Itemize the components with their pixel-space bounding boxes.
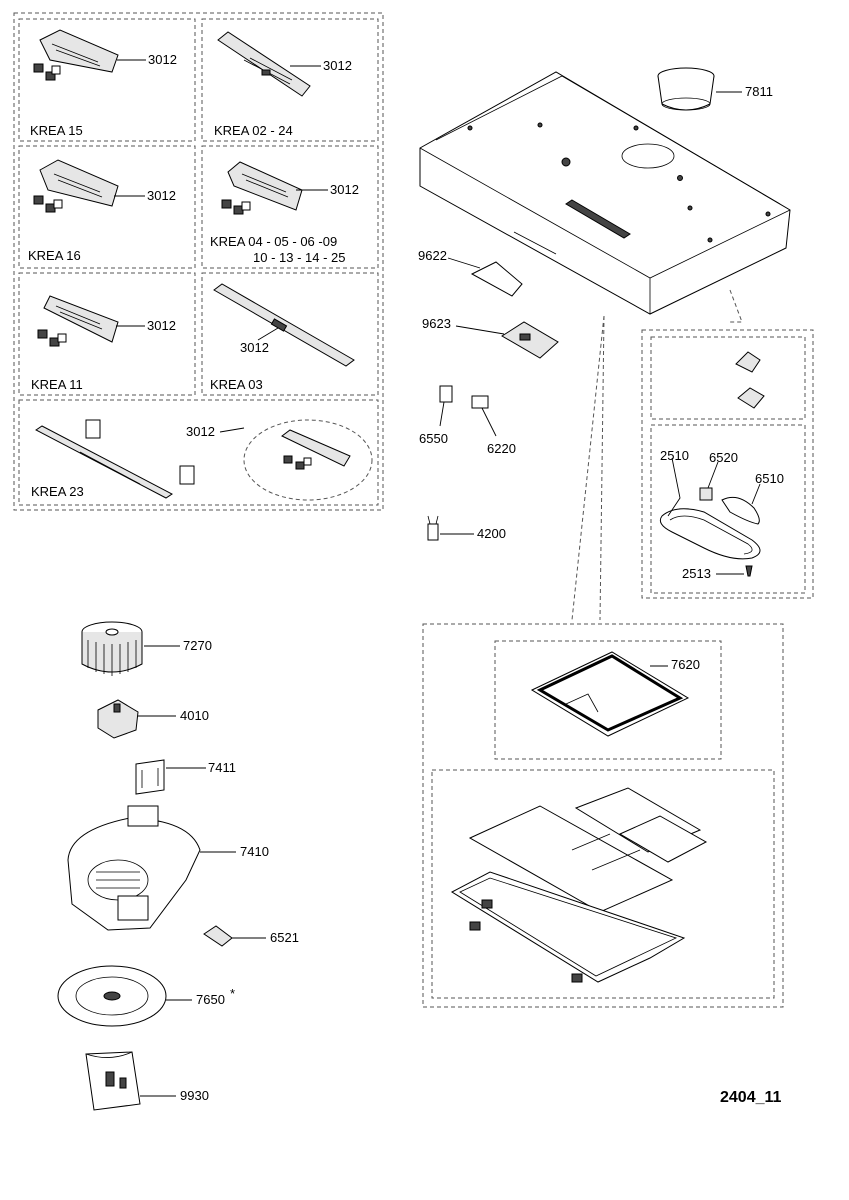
label-7811: 7811	[745, 84, 773, 99]
label-2513: 2513	[682, 566, 711, 581]
motor-cover-part	[57, 965, 167, 1027]
electronic-board-part	[501, 321, 559, 359]
control-panel-krea-23	[35, 419, 195, 499]
lamp-holder-box	[650, 336, 806, 420]
leader-2510	[667, 457, 681, 517]
motor-bracket-part	[135, 759, 165, 795]
leader-6510	[751, 483, 761, 505]
capacitor-part	[427, 515, 439, 541]
box-krea-04-series	[201, 145, 379, 269]
connector-part	[203, 925, 233, 947]
exhaust-collar-part	[657, 67, 715, 111]
label-krea-04-line1: KREA 04 - 05 - 06 -09	[210, 234, 337, 249]
button-part	[471, 395, 489, 409]
detail-ellipse-krea-23	[243, 419, 373, 501]
switch-block-part	[97, 699, 139, 739]
light-frame-part	[659, 508, 761, 560]
lamp-parts-box	[650, 424, 806, 594]
label-6550: 6550	[419, 431, 448, 446]
control-panel-krea-11	[37, 295, 119, 347]
hood-body	[419, 71, 791, 315]
motor-housing-part	[67, 805, 201, 931]
control-panel-krea-16	[33, 159, 119, 213]
label-6220: 6220	[487, 441, 516, 456]
control-panel-krea-15	[33, 29, 119, 81]
label-7410: 7410	[240, 844, 269, 859]
label-7411: 7411	[208, 760, 236, 775]
leader-9623	[455, 325, 505, 335]
leader-9622	[447, 257, 481, 269]
box-krea-11	[18, 272, 196, 396]
grease-filter-part	[530, 651, 690, 737]
label-3012-c: 3012	[147, 188, 176, 203]
cover-plate-part	[470, 261, 523, 297]
lamp-socket-part	[699, 487, 713, 501]
switch-part	[439, 385, 453, 403]
control-panel-krea-03	[213, 283, 355, 367]
label-6510: 6510	[755, 471, 784, 486]
label-krea-23: KREA 23	[31, 484, 84, 499]
screw-part	[745, 565, 753, 577]
leader-6550	[439, 401, 445, 427]
label-9930: 9930	[180, 1088, 209, 1103]
label-2510: 2510	[660, 448, 689, 463]
box-krea-16	[18, 145, 196, 269]
label-6521: 6521	[270, 930, 299, 945]
label-9622: 9622	[418, 248, 447, 263]
box-krea-23	[18, 399, 379, 506]
label-4200: 4200	[477, 526, 506, 541]
label-3012-f: 3012	[240, 340, 269, 355]
asterisk-7650: *	[230, 986, 235, 1001]
grease-filter-box	[494, 640, 722, 760]
label-3012-e: 3012	[147, 318, 176, 333]
carbon-filter-box	[431, 769, 775, 999]
leader-6220	[481, 407, 497, 437]
label-krea-03: KREA 03	[210, 377, 263, 392]
control-panel-krea-02-24	[217, 31, 311, 97]
bulb-part	[721, 496, 760, 525]
label-3012-a: 3012	[148, 52, 177, 67]
box-krea-15	[18, 18, 196, 142]
label-7650: 7650	[196, 992, 225, 1007]
variant-panel-frame	[13, 12, 384, 511]
label-3012-d: 3012	[330, 182, 359, 197]
label-4010: 4010	[180, 708, 209, 723]
lamp-group-frame	[641, 329, 814, 599]
box-krea-03	[201, 272, 379, 396]
box-krea-02-24	[201, 18, 379, 142]
lamp-holder-parts	[735, 351, 765, 409]
connector-filter-group	[571, 315, 605, 621]
label-krea-16: KREA 16	[28, 248, 81, 263]
label-3012-b: 3012	[323, 58, 352, 73]
control-panel-krea-04-series	[221, 161, 303, 215]
label-krea-02-24: KREA 02 - 24	[214, 123, 293, 138]
leader-3012-g	[219, 427, 245, 433]
label-6520: 6520	[709, 450, 738, 465]
label-7270: 7270	[183, 638, 212, 653]
carbon-filter-parts	[450, 787, 708, 983]
connector-lamp-group	[729, 289, 743, 323]
accessories-bag-part	[85, 1051, 141, 1111]
label-krea-11: KREA 11	[31, 377, 83, 392]
fan-wheel-part	[81, 621, 143, 676]
label-7620: 7620	[671, 657, 700, 672]
leader-3012-f	[257, 327, 279, 341]
diagram-code: 2404_11	[720, 1089, 782, 1106]
label-krea-04-line2: 10 - 13 - 14 - 25	[253, 250, 346, 265]
label-9623: 9623	[422, 316, 451, 331]
control-panel-krea-23-detail	[281, 429, 351, 470]
leader-6520	[707, 461, 719, 489]
label-krea-15: KREA 15	[30, 123, 83, 138]
label-3012-g: 3012	[186, 424, 215, 439]
